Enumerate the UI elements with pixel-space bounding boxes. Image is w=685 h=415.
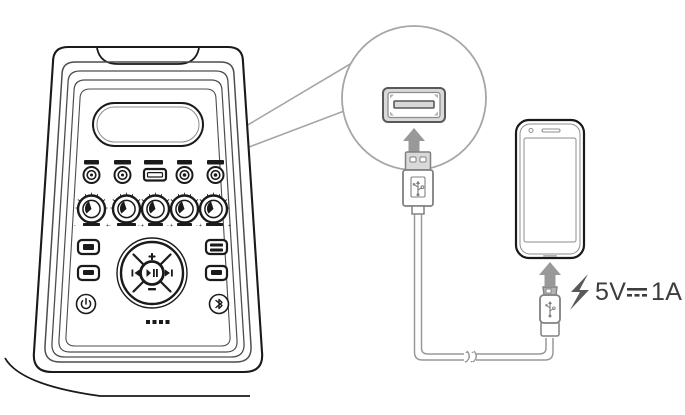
speaker-knobs: - + - + <box>74 192 231 229</box>
aux-jack[interactable] <box>175 160 194 184</box>
usb-trident-icon <box>410 176 426 198</box>
knob-1-plus: + <box>106 223 109 229</box>
knob-3-minus: - <box>138 223 140 229</box>
mic-jack-1[interactable] <box>82 160 101 184</box>
usb-charging-port[interactable] <box>142 160 168 182</box>
knob-3[interactable]: - + <box>138 192 173 229</box>
speaker-top-ports <box>82 160 225 184</box>
bluetooth-button[interactable] <box>208 293 230 315</box>
front-camera <box>528 128 534 133</box>
knob-4-minus: - <box>167 223 169 229</box>
mic-jack-2[interactable] <box>206 160 225 184</box>
dpad-center-play-pause[interactable] <box>139 260 165 286</box>
right-button-bottom[interactable] <box>204 264 229 282</box>
usb-a-plug <box>402 151 434 215</box>
usb-trident-icon <box>545 301 556 318</box>
phone-screen <box>523 137 577 243</box>
knob-1-minus: - <box>74 223 76 229</box>
knob-2[interactable]: - + <box>109 192 144 229</box>
led-indicator-dots <box>146 320 170 324</box>
knob-2-plus: + <box>141 223 144 229</box>
portable-party-speaker: - + - + <box>4 45 264 397</box>
lightning-bolt-icon <box>570 274 589 310</box>
phone-micro-usb-port <box>543 255 557 257</box>
left-button-top[interactable] <box>76 238 101 256</box>
knob-5-plus: + <box>228 223 231 229</box>
guitar-jack[interactable] <box>113 160 132 184</box>
power-rating-current: 1A <box>651 278 682 306</box>
knob-3-plus: + <box>170 223 173 229</box>
smartphone <box>514 118 586 260</box>
magnified-usb-port <box>382 87 446 123</box>
phone-insert-arrow <box>539 262 561 287</box>
right-button-top[interactable] <box>204 238 229 256</box>
knob-4-plus: + <box>199 223 202 229</box>
knob-1[interactable]: - + <box>74 192 109 229</box>
cable-break-mark <box>464 350 477 363</box>
power-rating-voltage: 5V <box>595 278 626 306</box>
left-button-bottom[interactable] <box>76 264 101 282</box>
power-rating: 5V 1A <box>570 274 682 310</box>
usb-charging-cable <box>402 151 561 363</box>
dpad-down[interactable] <box>148 288 156 291</box>
knob-4[interactable]: - + <box>167 192 202 229</box>
dc-symbol-icon <box>627 288 647 297</box>
knob-5[interactable]: - + <box>196 192 231 229</box>
magnifier-callout <box>341 25 487 171</box>
cable-path <box>413 214 554 361</box>
dpad-up[interactable] <box>148 253 156 260</box>
power-button[interactable] <box>75 293 97 315</box>
knob-2-minus: - <box>109 223 111 229</box>
earpiece-speaker <box>541 128 561 133</box>
callout-insert-arrow <box>403 128 425 158</box>
knob-5-minus: - <box>196 223 198 229</box>
navigation-dpad[interactable] <box>116 237 188 309</box>
micro-usb-plug <box>539 286 561 337</box>
